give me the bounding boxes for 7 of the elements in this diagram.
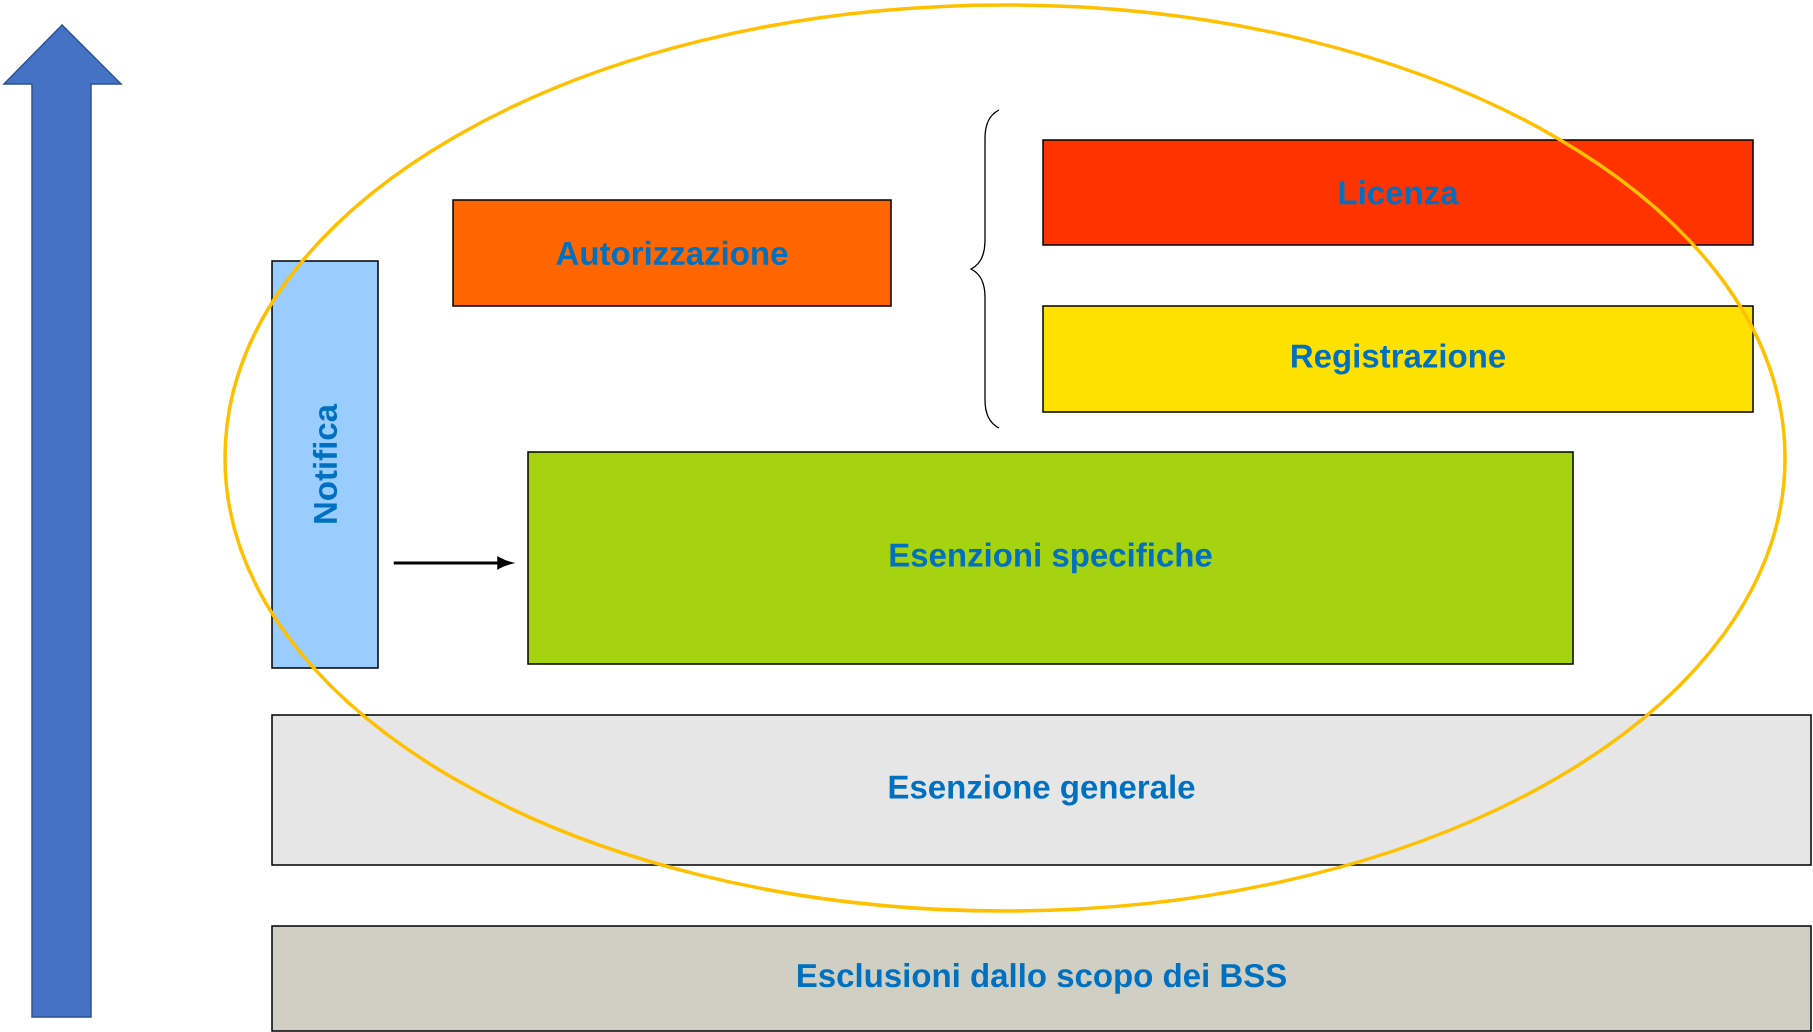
level-box: Autorizzazione — [452, 199, 892, 307]
level-box: Esenzioni specifiche — [527, 451, 1574, 665]
level-box: Esclusioni dallo scopo dei BSS — [271, 925, 1812, 1032]
level-box: Notifica — [271, 260, 379, 669]
level-box: Licenza — [1042, 139, 1754, 246]
level-box: Registrazione — [1042, 305, 1754, 413]
level-box: Esenzione generale — [271, 714, 1812, 866]
